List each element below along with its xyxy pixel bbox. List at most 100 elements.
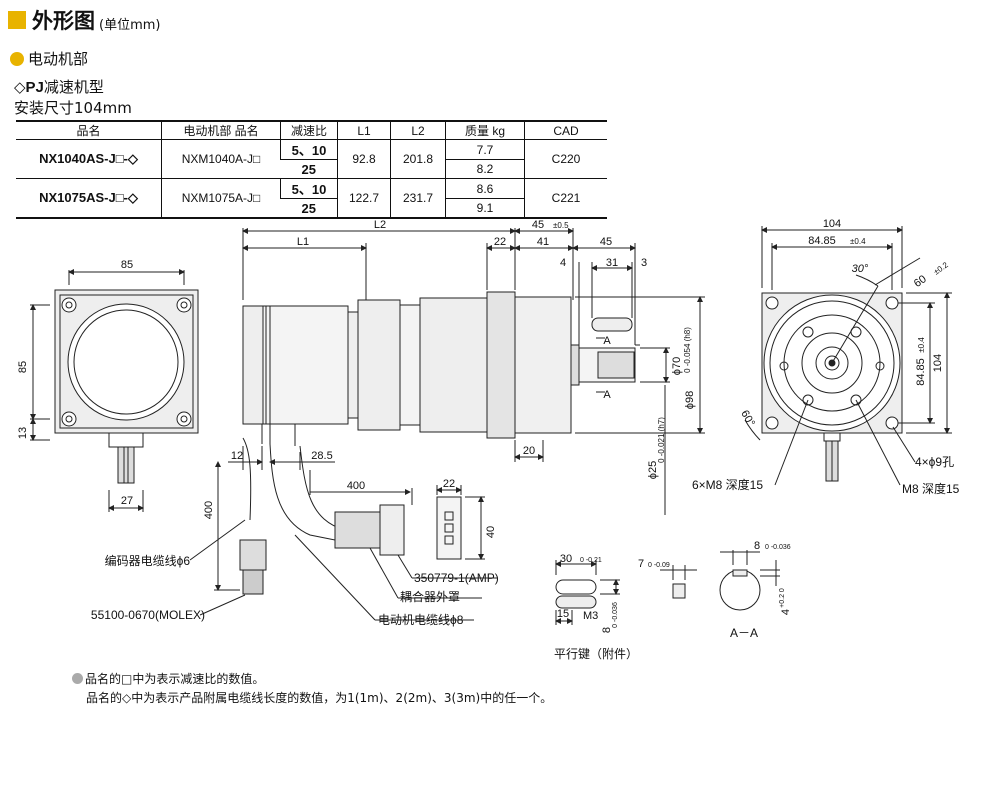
- angle-60: 60°: [738, 408, 757, 428]
- dim-85-height: 85: [17, 361, 29, 373]
- dim-104-height: 104: [932, 354, 944, 372]
- ratio: 25: [280, 198, 338, 219]
- ratio: 5、10: [280, 139, 338, 160]
- dim-13: 13: [17, 427, 29, 439]
- col-product: 品名: [16, 120, 162, 140]
- spec-table: 品名 电动机部 品名 减速比 L1 L2 质量 kg CAD NX1040AS-…: [16, 120, 607, 219]
- bullet-dot-icon: [10, 51, 24, 66]
- note-bullet-icon: [72, 673, 83, 684]
- dim-400-horizontal: 400: [347, 480, 365, 492]
- ratio: 25: [280, 159, 338, 179]
- m8-six-label: 6×M8 深度15: [692, 477, 763, 492]
- section-aa-label: A－A: [730, 626, 758, 640]
- thread-m3: M3: [583, 610, 598, 622]
- dim-45b: 45: [600, 236, 612, 248]
- key-detail: [555, 550, 780, 625]
- dim-l1: L1: [297, 236, 309, 248]
- dim-30-tol: 0 -0.21: [580, 557, 602, 564]
- note-text: 品名的◇中为表示产品附属电缆线长度的数值，为1(1m)、2(2m)、3(3m)中…: [86, 691, 553, 705]
- dim-22: 22: [494, 236, 506, 248]
- dim-15: 15: [557, 608, 569, 620]
- dim-85-width: 85: [121, 259, 133, 271]
- l1-value: 92.8: [337, 139, 391, 179]
- page-header: 外形图 (单位mm): [8, 6, 160, 34]
- cad-value: C220: [524, 139, 607, 179]
- dim-45: 45: [532, 219, 544, 231]
- table-row: 25 8.2: [16, 159, 607, 179]
- dim-84-85-width: 84.85: [808, 235, 836, 247]
- dim-84-85-height-tol: ±0.4: [917, 337, 926, 353]
- header-square-icon: [8, 11, 26, 29]
- dim-3: 3: [641, 257, 647, 269]
- dim-phi70: ϕ70: [671, 357, 683, 375]
- dim-l2: L2: [374, 219, 386, 231]
- mass-value: 8.6: [445, 178, 525, 199]
- dim-4-shaft: 4: [780, 609, 792, 615]
- dim-22b: 22: [443, 478, 455, 490]
- col-motor: 电动机部 品名: [161, 120, 281, 140]
- mass-value: 8.2: [445, 159, 525, 179]
- holes-label: 4×ϕ9孔: [915, 455, 954, 469]
- l2-value: 201.8: [390, 139, 446, 179]
- dim-phi25: ϕ25: [647, 461, 659, 479]
- key-label: 平行键（附件）: [554, 647, 638, 661]
- ratio: 5、10: [280, 178, 338, 199]
- section-label: 电动机部: [28, 50, 89, 68]
- dim-84-85-height: 84.85: [915, 358, 927, 386]
- side-view: [189, 228, 705, 621]
- diamond-icon: ◇: [14, 78, 26, 96]
- table-row: NX1075AS-J□-◇ NXM1075A-J□ 5、10 122.7 231…: [16, 178, 607, 219]
- note-item: 品名的□中为表示减速比的数值。: [72, 670, 552, 689]
- dim-104-width: 104: [823, 218, 841, 230]
- dim-400-vertical: 400: [203, 501, 215, 519]
- note-item: 品名的◇中为表示产品附属电缆线长度的数值，为1(1m)、2(2m)、3(3m)中…: [72, 689, 552, 708]
- dim-8: 8: [601, 627, 613, 633]
- dim-60: 60: [912, 273, 929, 290]
- l1-value: 122.7: [337, 178, 391, 219]
- mass-value: 7.7: [445, 139, 525, 160]
- dim-45-tol: ±0.5: [553, 221, 569, 230]
- col-l1: L1: [337, 120, 391, 140]
- mount-size: 安装尺寸104mm: [14, 99, 132, 117]
- col-cad: CAD: [524, 120, 607, 140]
- dim-31: 31: [606, 257, 618, 269]
- section-a-top: A: [603, 335, 611, 347]
- dim-7-tol: 0 -0.09: [648, 562, 670, 569]
- dim-phi25-tol: 0 -0.021 (h7): [657, 417, 666, 463]
- l2-value: 231.7: [390, 178, 446, 219]
- dim-8-shaft: 8: [754, 540, 760, 552]
- dim-8-shaft-tol: 0 -0.036: [765, 544, 791, 551]
- dim-28-5: 28.5: [311, 450, 332, 462]
- dim-phi98: ϕ98: [684, 391, 696, 409]
- product-name: NX1075AS-J□-◇: [16, 178, 162, 219]
- coupler-label: 耦合器外罩: [400, 589, 460, 604]
- cad-value: C221: [524, 178, 607, 219]
- dim-12: 12: [231, 450, 243, 462]
- dim-8-tol: 0 -0.036: [612, 602, 619, 628]
- encoder-cable-label: 编码器电缆线ϕ6: [105, 553, 191, 568]
- dim-phi98-tol: 0 -0.054 (h8): [683, 327, 692, 373]
- unit-label: (单位mm): [99, 17, 161, 33]
- col-l2: L2: [390, 120, 446, 140]
- table-header-row: 品名 电动机部 品名 减速比 L1 L2 质量 kg CAD: [16, 120, 607, 140]
- molex-label: 55100-0670(MOLEX): [91, 608, 205, 622]
- dim-4: 4: [560, 257, 566, 269]
- m8-label: M8 深度15: [902, 481, 960, 496]
- product-name: NX1040AS-J□-◇: [16, 139, 162, 179]
- dim-41: 41: [537, 236, 549, 248]
- type-label: ◇PJ减速机型: [14, 76, 104, 97]
- dim-4-shaft-tol: +0.2 0: [779, 588, 786, 608]
- dim-40: 40: [485, 526, 497, 538]
- notes: 品名的□中为表示减速比的数值。 品名的◇中为表示产品附属电缆线长度的数值，为1(…: [72, 670, 552, 708]
- mass-value: 9.1: [445, 198, 525, 219]
- page-title: 外形图: [32, 9, 95, 33]
- dim-20: 20: [523, 445, 535, 457]
- type-text: 减速机型: [43, 78, 104, 96]
- end-view-right: [744, 226, 952, 486]
- end-view-left: [30, 269, 199, 512]
- dim-27: 27: [121, 495, 133, 507]
- section-a-bottom: A: [603, 389, 611, 401]
- table-row: NX1040AS-J□-◇ NXM1040A-J□ 5、10 92.8 201.…: [16, 139, 607, 179]
- dim-60-tol: ±0.2: [932, 260, 950, 277]
